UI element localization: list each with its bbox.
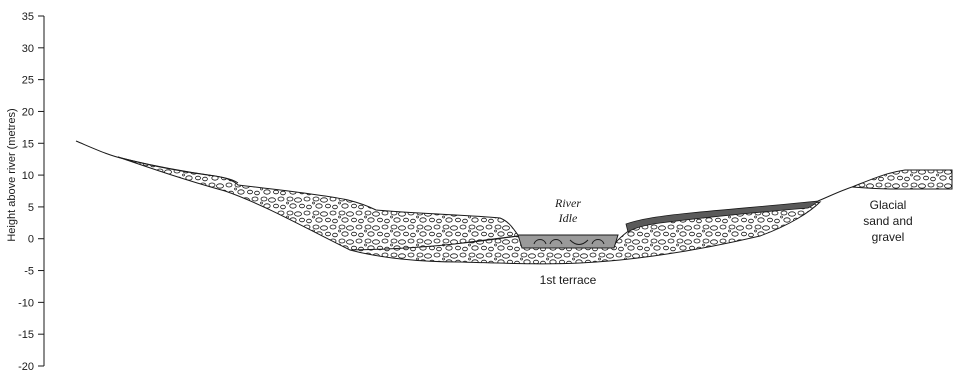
y-axis-ticks: 35 30 25 20 15 10 5 0 -5 -10 -15 -20 xyxy=(18,11,44,373)
y-tick-label: -5 xyxy=(24,266,34,278)
y-tick-label: 15 xyxy=(22,138,34,150)
y-tick-label: 10 xyxy=(22,170,34,182)
y-axis-title: Height above river (metres) xyxy=(6,108,18,241)
river-label-line1: River xyxy=(554,196,581,210)
glacial-label: Glacial sand and gravel xyxy=(863,198,912,244)
y-tick-label: -20 xyxy=(18,361,34,373)
glacial-label-line1: Glacial xyxy=(870,198,907,212)
y-tick-label: 35 xyxy=(22,11,34,23)
y-tick-label: 25 xyxy=(22,75,34,87)
left-gravel-wedge xyxy=(118,157,518,251)
glacial-label-line2: sand and xyxy=(863,214,912,228)
y-tick-label: 5 xyxy=(28,202,34,214)
terrace-label: 1st terrace xyxy=(540,273,597,287)
y-tick-label: 30 xyxy=(22,43,34,55)
y-tick-label: 0 xyxy=(28,234,34,246)
right-surface-line xyxy=(818,187,852,201)
river-label: River Idle xyxy=(554,196,581,225)
glacial-label-line3: gravel xyxy=(872,230,905,244)
river-label-line2: Idle xyxy=(558,211,578,225)
y-tick-label: 20 xyxy=(22,106,34,118)
y-tick-label: -15 xyxy=(18,329,34,341)
glacial-deposit xyxy=(852,170,952,189)
y-tick-label: -10 xyxy=(18,297,34,309)
y-axis: 35 30 25 20 15 10 5 0 -5 -10 -15 -20 Height above r… xyxy=(6,11,44,373)
